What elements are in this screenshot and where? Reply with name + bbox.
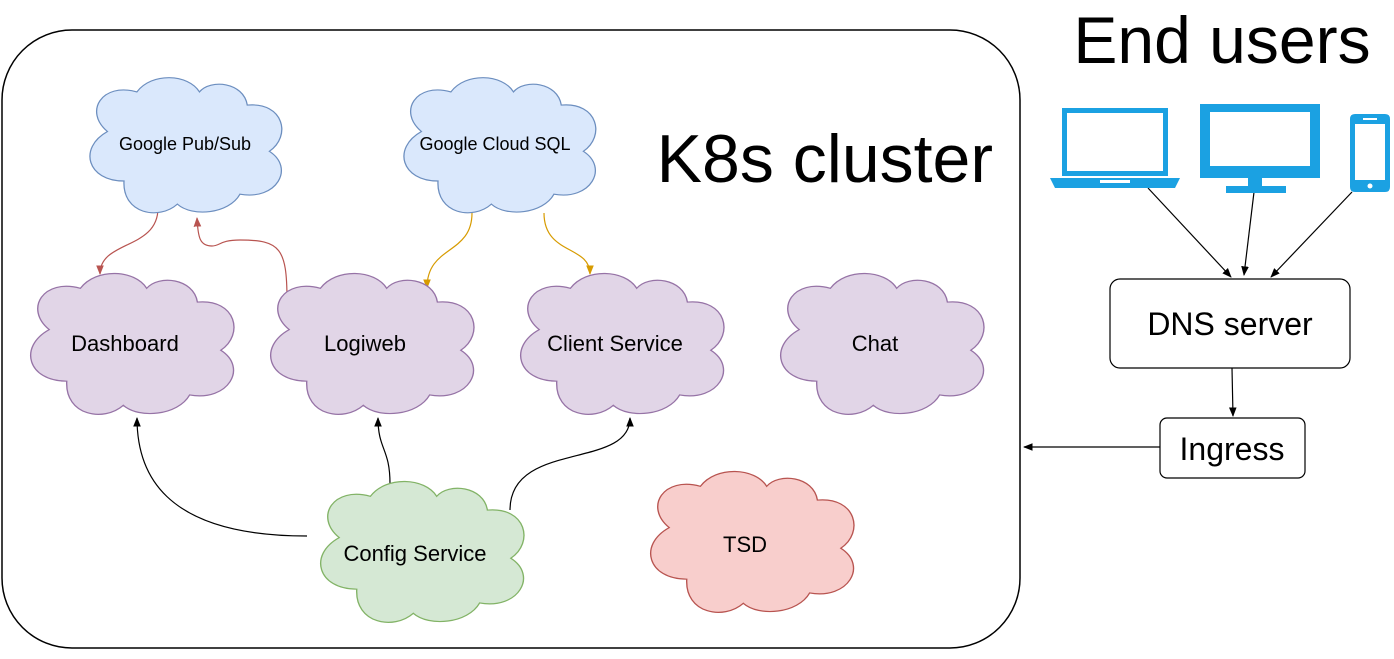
edge-dns-to-ingress — [1228, 367, 1237, 417]
dns-server-node: DNS server — [1109, 278, 1351, 369]
tsd-label: TSD — [723, 532, 767, 557]
logiweb-cloud: Logiweb — [269, 272, 475, 416]
config-service-label: Config Service — [343, 541, 486, 566]
edge-logiweb-to-pubsub — [193, 217, 288, 301]
dns-server-label: DNS server — [1147, 306, 1313, 342]
google-pubsub-label: Google Pub/Sub — [119, 134, 251, 154]
k8s-cluster-title: K8s cluster — [657, 121, 993, 197]
desktop-icon — [1200, 104, 1320, 193]
ingress-label: Ingress — [1180, 431, 1285, 467]
config-service-cloud: Config Service — [319, 480, 525, 624]
chat-cloud: Chat — [779, 272, 985, 416]
edge-config-to-dashboard — [133, 417, 308, 537]
edge-phone-to-dns — [1270, 191, 1353, 278]
edge-config-to-client-service — [509, 417, 634, 511]
google-cloud-sql-label: Google Cloud SQL — [419, 134, 570, 154]
edge-cloudsql-to-client-service — [543, 212, 594, 275]
client-service-label: Client Service — [547, 331, 683, 356]
ingress-node: Ingress — [1159, 417, 1306, 479]
tsd-cloud: TSD — [649, 470, 855, 614]
logiweb-label: Logiweb — [324, 331, 406, 356]
google-cloud-sql-cloud: Google Cloud SQL — [403, 76, 597, 214]
edge-laptop-to-dns — [1147, 187, 1232, 278]
edge-config-to-logiweb — [374, 417, 391, 485]
smartphone-icon — [1350, 114, 1390, 192]
laptop-icon — [1050, 108, 1180, 188]
end-users-title: End users — [1073, 3, 1370, 77]
dashboard-cloud: Dashboard — [29, 272, 235, 416]
client-service-cloud: Client Service — [519, 272, 725, 416]
dashboard-label: Dashboard — [71, 331, 179, 356]
edge-cloudsql-to-logiweb — [423, 212, 473, 289]
chat-label: Chat — [852, 331, 898, 356]
google-pubsub-cloud: Google Pub/Sub — [89, 76, 283, 214]
edge-desktop-to-dns — [1241, 191, 1255, 276]
edge-pubsub-to-dashboard — [96, 207, 159, 275]
